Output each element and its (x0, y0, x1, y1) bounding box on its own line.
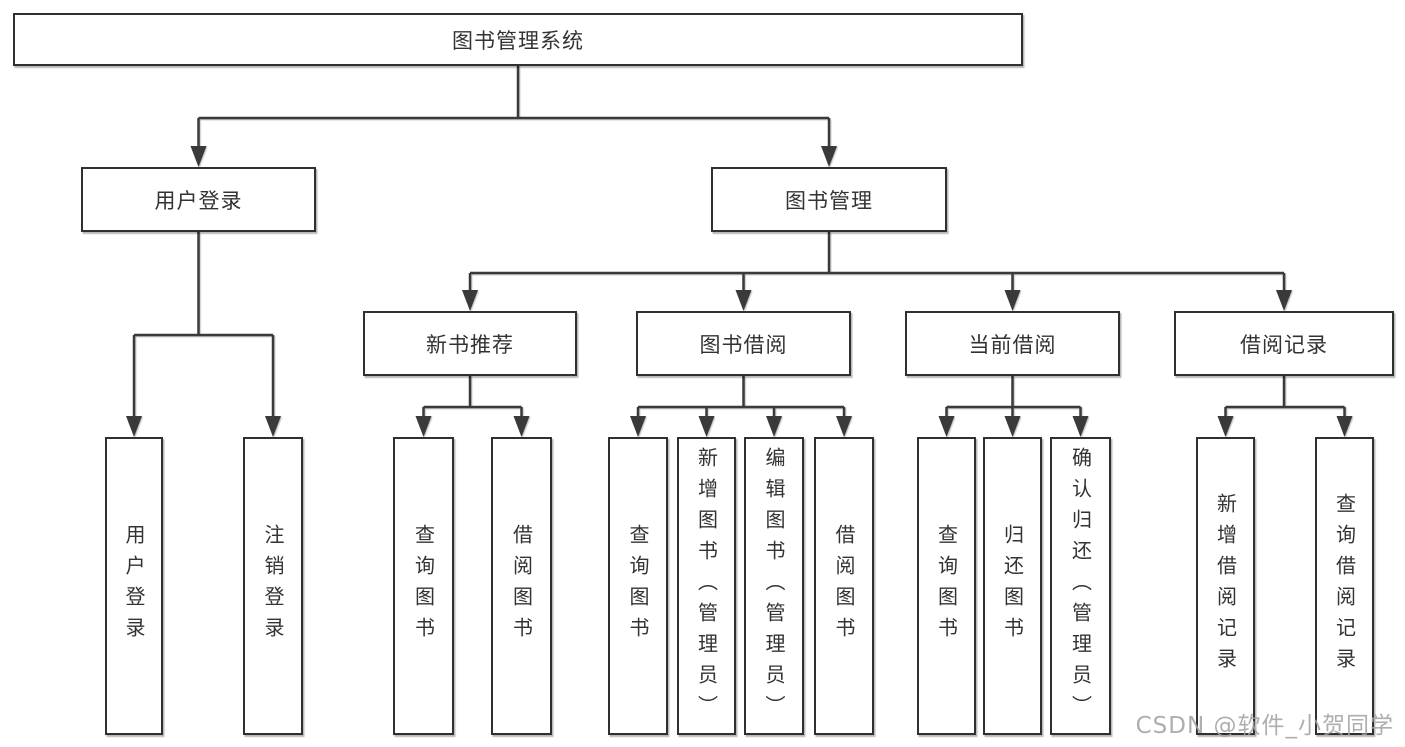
node-borrowing-records: 借阅记录 (1174, 311, 1394, 376)
leaf-query-books-borrowing: 查询图书 (608, 437, 668, 735)
leaf-label: 查询图书 (411, 524, 436, 648)
connector-borrowing-records-children (1224, 376, 1346, 420)
node-current-borrowing: 当前借阅 (905, 311, 1120, 376)
node-label: 图书管理系统 (452, 28, 584, 53)
node-label: 图书借阅 (699, 332, 788, 357)
leaf-query-books-current: 查询图书 (917, 437, 976, 735)
node-book-management: 图书管理 (711, 167, 947, 232)
leaf-user-login: 用户登录 (105, 437, 163, 735)
leaf-label: 编辑图书（管理员） (762, 446, 786, 726)
leaf-confirm-return-admin: 确认归还（管理员） (1050, 437, 1111, 735)
connector-user-login-children (132, 232, 275, 420)
node-user-login: 用户登录 (81, 167, 316, 232)
connector-book-borrowing-children (636, 376, 846, 420)
arrowheads-current-borrowing-children (938, 416, 1089, 437)
leaf-label: 查询图书 (626, 524, 650, 648)
leaf-label: 注销登录 (261, 524, 285, 648)
node-label: 用户登录 (154, 188, 243, 213)
connector-book-management-to-level3 (468, 232, 1286, 293)
leaf-label: 查询借阅记录 (1332, 493, 1357, 679)
connector-current-borrowing-children (945, 376, 1082, 420)
leaf-label: 查询图书 (934, 524, 959, 648)
leaf-borrow-books-newbook: 借阅图书 (491, 437, 552, 735)
arrowheads-book-management-to-level3 (462, 290, 1292, 311)
leaf-borrow-books-borrowing: 借阅图书 (814, 437, 874, 735)
node-label: 借阅记录 (1240, 332, 1328, 357)
leaf-label: 用户登录 (122, 524, 146, 648)
leaf-return-books: 归还图书 (983, 437, 1042, 735)
leaf-label: 新增图书（管理员） (694, 446, 719, 726)
leaf-label: 归还图书 (1000, 524, 1025, 648)
arrowheads-borrowing-records-children (1217, 416, 1353, 437)
connector-root-to-level2 (197, 66, 831, 150)
arrowheads-book-borrowing-children (630, 416, 852, 437)
leaf-label: 借阅图书 (832, 524, 856, 648)
leaf-add-borrow-record: 新增借阅记录 (1196, 437, 1255, 735)
leaf-label: 确认归还（管理员） (1068, 446, 1093, 726)
node-label: 新书推荐 (426, 332, 514, 357)
node-label: 图书管理 (785, 188, 873, 213)
node-library-system-root: 图书管理系统 (13, 13, 1023, 66)
arrowheads-user-login-children (126, 416, 281, 437)
leaf-query-borrow-record: 查询借阅记录 (1315, 437, 1374, 735)
leaf-query-books-newbook: 查询图书 (393, 437, 454, 735)
leaf-add-book-admin: 新增图书（管理员） (677, 437, 736, 735)
node-book-borrowing: 图书借阅 (636, 311, 851, 376)
connector-new-book-children (422, 376, 523, 420)
leaf-edit-book-admin: 编辑图书（管理员） (744, 437, 804, 735)
arrowheads-new-book-children (415, 416, 530, 437)
leaf-label: 借阅图书 (509, 524, 534, 648)
node-label: 当前借阅 (968, 332, 1057, 357)
arrowheads-root-to-level2 (190, 146, 837, 167)
leaf-label: 新增借阅记录 (1213, 493, 1238, 679)
node-new-book-recommendation: 新书推荐 (363, 311, 577, 376)
leaf-logout: 注销登录 (243, 437, 303, 735)
